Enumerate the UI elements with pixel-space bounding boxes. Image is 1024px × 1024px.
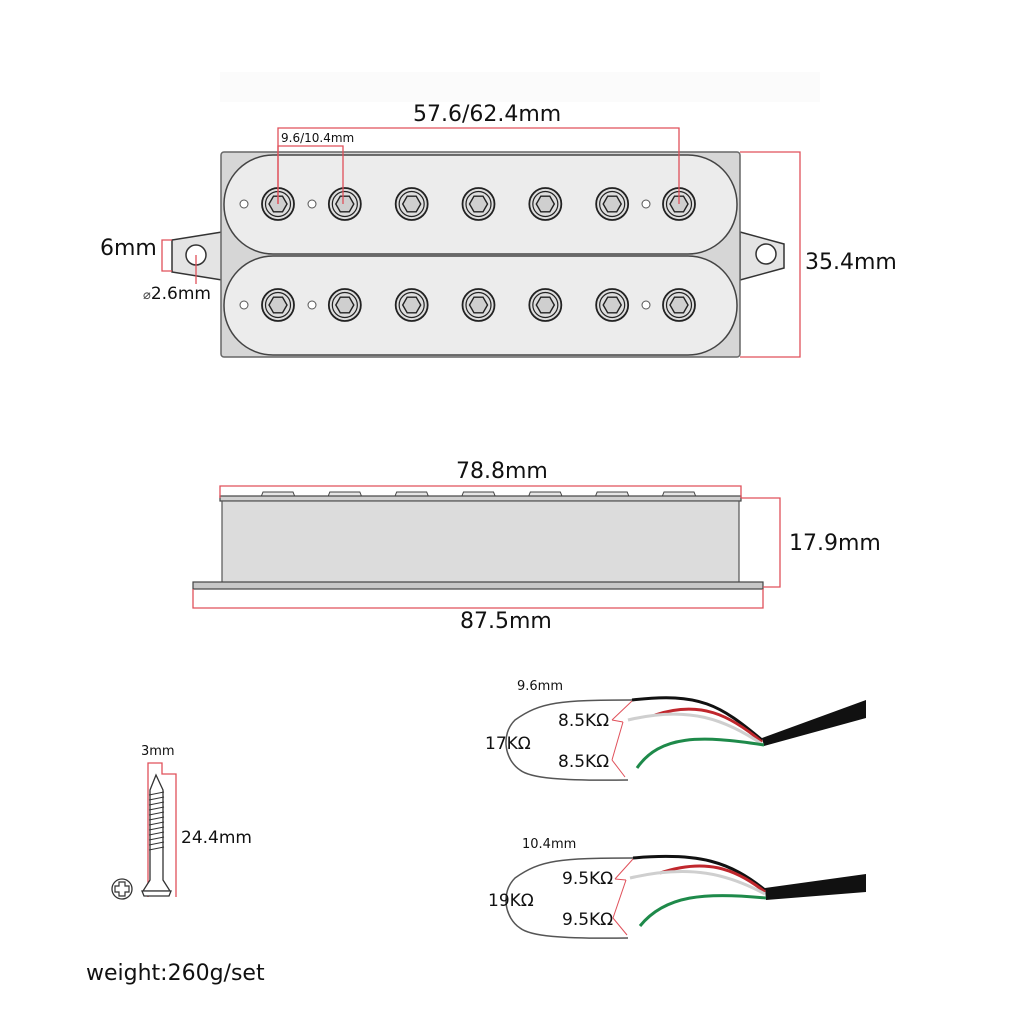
- base-plate-side: [192, 581, 764, 590]
- wiring-2-total-label: 19KΩ: [488, 891, 534, 911]
- coil-screw-hole: [239, 199, 249, 209]
- screw-thread: [148, 821, 165, 826]
- hole-diameter-label: ⌀2.6mm: [143, 284, 211, 304]
- wire-black: [632, 854, 766, 892]
- wire-red: [659, 864, 766, 894]
- tab-width-label: 6mm: [100, 236, 157, 261]
- screw-thread: [148, 841, 165, 846]
- pole-spacing-label: 9.6/10.4mm: [281, 131, 355, 145]
- screw-diameter-label: 3mm: [141, 744, 175, 759]
- pole-piece: [394, 187, 429, 221]
- weight-label: weight:260g/set: [86, 961, 265, 986]
- screw-thread: [148, 796, 165, 801]
- screw-thread: [148, 846, 165, 851]
- height-label: 17.9mm: [789, 531, 881, 556]
- total-width-dimension-line: [740, 151, 801, 358]
- pole-piece: [662, 288, 696, 322]
- cover-top-rim: [219, 495, 742, 502]
- cover-length-label: 78.8mm: [456, 459, 548, 484]
- wiring-1-coil-a-label: 8.5KΩ: [558, 711, 610, 731]
- wire-red: [654, 707, 763, 744]
- wire-white: [629, 869, 766, 896]
- wiring-2-spacing-label: 10.4mm: [522, 837, 577, 852]
- diameter-icon: ⌀: [143, 288, 151, 303]
- wire-black: [631, 696, 763, 742]
- base-length-dimension-line: [192, 589, 764, 609]
- cover-body: [221, 500, 740, 584]
- wiring-1-coil-b-label: 8.5KΩ: [558, 752, 610, 772]
- wiring-2-coil-a-label: 9.5KΩ: [562, 869, 614, 889]
- coil-screw-hole: [239, 300, 249, 310]
- wire-white: [627, 712, 763, 746]
- coil-screw-hole: [641, 300, 651, 310]
- total-width-label: 35.4mm: [805, 250, 897, 275]
- wiring-1-total-label: 17KΩ: [485, 734, 531, 754]
- screw-thread: [148, 836, 165, 841]
- tab-width-dimension-line: [161, 239, 172, 272]
- coil-screw-hole: [641, 199, 651, 209]
- faint-header-band: [220, 72, 820, 102]
- hole-diameter-value: 2.6mm: [150, 284, 211, 304]
- coil-screw-hole: [307, 300, 317, 310]
- phillips-head-icon: [111, 878, 133, 900]
- height-dimension-line: [741, 497, 781, 588]
- pole-piece: [461, 187, 496, 221]
- wiring-loop: [505, 857, 634, 939]
- screw-length-label: 24.4mm: [181, 828, 252, 848]
- screw-thread: [148, 816, 165, 821]
- coil-screw-hole: [307, 199, 317, 209]
- screw: [111, 762, 177, 900]
- cable: [762, 700, 866, 746]
- top-view: [171, 151, 785, 358]
- screw-thread: [148, 801, 165, 806]
- pole-piece: [595, 288, 630, 322]
- pole-piece: [327, 187, 362, 221]
- pole-piece: [528, 288, 563, 322]
- pole-piece: [528, 187, 563, 221]
- pole-pieces: [239, 187, 696, 322]
- base-length-label: 87.5mm: [460, 609, 552, 634]
- pole-piece: [461, 288, 496, 322]
- pole-spacing-dimension-line: [277, 145, 344, 204]
- pole-piece: [595, 187, 630, 221]
- right-mounting-hole: [755, 243, 777, 265]
- pole-piece: [394, 288, 429, 322]
- resistance-leaders: [612, 858, 634, 936]
- wire-green: [635, 737, 765, 769]
- pole-piece: [327, 288, 362, 322]
- resistance-leaders: [611, 700, 633, 778]
- wiring-1-spacing-label: 9.6mm: [517, 679, 564, 694]
- screw-thread: [148, 791, 165, 796]
- side-view: [192, 491, 764, 590]
- screw-thread: [148, 831, 165, 836]
- cable: [765, 874, 866, 900]
- cover-length-dimension-line: [219, 485, 742, 498]
- screw-thread: [148, 806, 165, 811]
- wiring-loop: [505, 699, 633, 781]
- screw-threads: [148, 791, 165, 851]
- pole-span-label: 57.6/62.4mm: [413, 102, 562, 127]
- screw-dimension-line: [147, 762, 177, 897]
- side-dimension-lines: [192, 485, 781, 609]
- wiring-diagram-1: [505, 696, 866, 781]
- pole-piece: [261, 288, 295, 322]
- wiring-diagram-2: [505, 854, 866, 939]
- top-dimension-lines: [161, 127, 801, 358]
- wiring-2-coil-b-label: 9.5KΩ: [562, 910, 614, 930]
- screw-thread: [148, 826, 165, 831]
- screw-head: [141, 890, 172, 897]
- screw-thread: [148, 811, 165, 816]
- wire-green: [638, 893, 767, 927]
